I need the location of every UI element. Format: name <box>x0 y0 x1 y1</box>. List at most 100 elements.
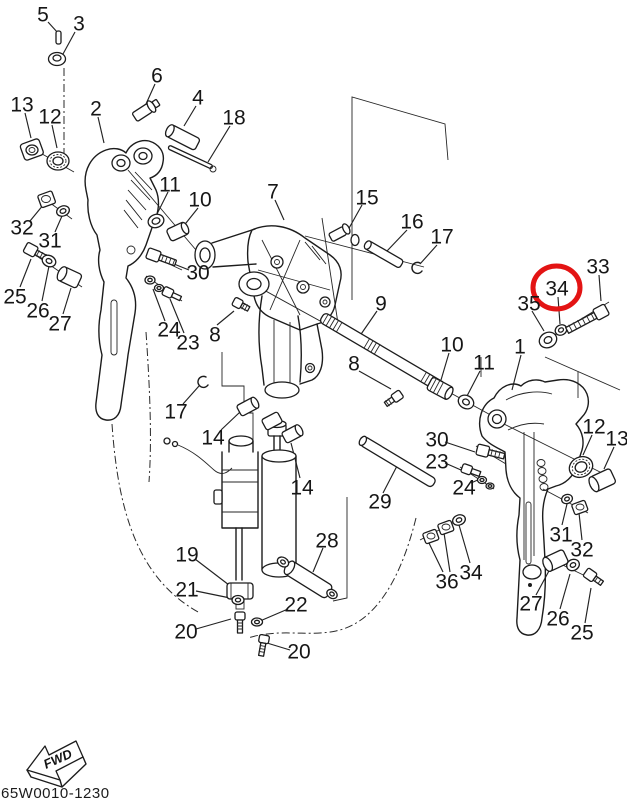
tube-28 <box>276 556 338 600</box>
part-label-32: 32 <box>10 217 33 240</box>
nut-32-left <box>37 190 56 209</box>
bushing-27-left <box>56 266 83 289</box>
part-label-31: 31 <box>549 524 572 547</box>
part-label-17: 17 <box>430 226 453 249</box>
part-label-28: 28 <box>315 530 338 553</box>
part-label-14: 14 <box>201 427 225 450</box>
part-label-29: 29 <box>368 491 391 514</box>
part-label-34: 34 <box>459 562 483 585</box>
pin-5 <box>55 30 62 45</box>
part-label-22: 22 <box>284 594 307 617</box>
screw-20-b <box>257 633 270 657</box>
washer-34-bottom <box>452 514 466 526</box>
part-label-8: 8 <box>348 353 360 376</box>
circlip-17-bottom <box>197 375 209 389</box>
swivel-bracket-drawing <box>194 225 342 399</box>
bushing-14-b <box>281 424 304 444</box>
bushing-14-a <box>236 396 260 417</box>
part-label-25: 25 <box>3 286 26 309</box>
grease-screw-8-left <box>231 297 251 312</box>
bushing-13-right <box>588 468 617 493</box>
part-label-19: 19 <box>175 544 198 567</box>
part-label-12: 12 <box>582 416 605 439</box>
part-label-26: 26 <box>26 300 49 323</box>
bolt-33 <box>564 303 610 334</box>
part-label-26: 26 <box>546 608 569 631</box>
part-label-32: 32 <box>570 539 593 562</box>
part-label-23: 23 <box>176 332 199 355</box>
bushing-27-right <box>542 549 569 573</box>
screw-20-a <box>234 611 246 634</box>
part-label-2: 2 <box>90 98 102 121</box>
rod-16 <box>363 240 404 269</box>
part-label-24: 24 <box>452 477 476 500</box>
part-label-16: 16 <box>400 211 423 234</box>
part-label-27: 27 <box>48 313 71 336</box>
tilt-rod-9 <box>319 313 445 393</box>
part-label-21: 21 <box>175 579 198 602</box>
bolt-30-left <box>145 247 177 267</box>
part-label-8: 8 <box>209 324 221 347</box>
washer-11-right <box>457 394 475 410</box>
part-label-23: 23 <box>425 451 448 474</box>
part-label-34: 34 <box>545 278 569 301</box>
part-label-17: 17 <box>164 401 187 424</box>
drawing-part-code: 65W0010-1230 <box>1 785 110 802</box>
rod-18 <box>167 145 217 173</box>
part-label-25: 25 <box>570 622 593 645</box>
leader-lines <box>19 21 615 651</box>
part-label-18: 18 <box>222 107 245 130</box>
part-label-33: 33 <box>586 256 609 279</box>
washer-26-right <box>566 558 580 572</box>
part-label-10: 10 <box>440 334 463 357</box>
part-label-10: 10 <box>188 189 211 212</box>
ring-22 <box>250 617 264 627</box>
part-label-14: 14 <box>290 477 314 500</box>
bolt-6 <box>132 98 161 122</box>
ring-21 <box>231 594 245 606</box>
washer-35 <box>538 331 558 349</box>
part-label-20: 20 <box>287 641 310 664</box>
bolt-23-right <box>460 463 482 478</box>
bushing-3 <box>47 51 67 67</box>
part-label-13: 13 <box>605 428 627 451</box>
clamp-bracket-right-drawing <box>478 378 590 636</box>
part-label-1: 1 <box>514 336 526 359</box>
bolt-23-left <box>161 286 183 302</box>
screw-25-right <box>582 567 605 586</box>
washer-34 <box>554 324 568 336</box>
part-label-5: 5 <box>37 4 49 27</box>
bushing-14-mid <box>261 411 283 431</box>
washer-15 <box>350 233 360 247</box>
bolt-30-right <box>475 443 506 460</box>
part-label-11: 11 <box>159 174 181 197</box>
part-label-15: 15 <box>355 187 378 210</box>
part-label-11: 11 <box>473 352 495 375</box>
nut-13-left <box>19 138 44 161</box>
collar-10-left <box>166 221 190 242</box>
part-label-31: 31 <box>38 230 61 253</box>
part-label-13: 13 <box>10 94 33 117</box>
washer-11-left <box>147 213 165 229</box>
ring-nut-12-left <box>46 151 70 171</box>
washer-26-left <box>41 254 57 268</box>
part-label-9: 9 <box>375 293 387 316</box>
small-parts-drawings <box>19 30 617 657</box>
part-label-12: 12 <box>38 106 61 129</box>
washers-24-left <box>144 275 165 293</box>
part-label-6: 6 <box>151 65 163 88</box>
washers-24-right <box>476 475 495 490</box>
part-label-7: 7 <box>267 181 279 204</box>
washer-31-left <box>56 205 70 217</box>
part-label-30: 30 <box>186 262 209 285</box>
part-label-30: 30 <box>425 429 448 452</box>
nuts-36 <box>422 519 455 545</box>
part-label-4: 4 <box>192 87 204 110</box>
rod-29 <box>358 435 436 488</box>
clamp-bracket-left-drawing <box>84 139 165 421</box>
fwd-arrow: FWD <box>26 740 87 788</box>
ring-nut-12-right <box>568 455 594 479</box>
nut-32-right <box>571 499 589 516</box>
